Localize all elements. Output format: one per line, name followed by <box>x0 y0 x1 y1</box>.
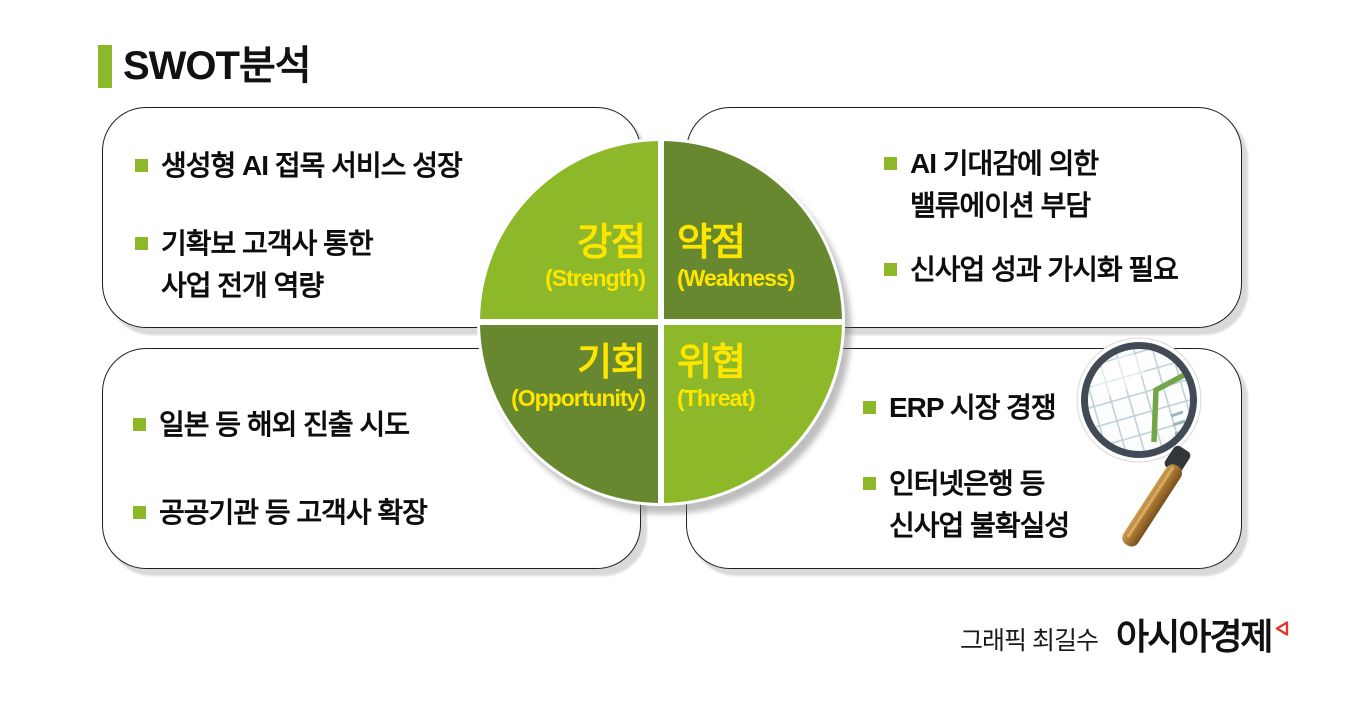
label-weakness: 약점 (Weakness) <box>677 222 795 291</box>
weakness-item-2: 신사업 성과 가시화 필요 <box>910 254 1179 285</box>
opportunity-item-2: 공공기관 등 고객사 확장 <box>159 497 428 528</box>
weakness-items: AI 기대감에 의한 밸류에이션 부담 신사업 성과 가시화 필요 <box>884 143 1223 291</box>
label-strength: 강점 (Strength) <box>545 222 646 291</box>
label-threat-en: (Threat) <box>677 385 756 411</box>
threat-item-2: 인터넷은행 등 신사업 불확실성 <box>889 468 1070 541</box>
opportunity-item-1: 일본 등 해외 진출 시도 <box>159 409 410 440</box>
label-threat: 위협 (Threat) <box>677 342 756 411</box>
title-accent-bar <box>98 45 112 88</box>
strength-items: 생성형 AI 접목 서비스 성장 기확보 고객사 통한 사업 전개 역량 <box>135 145 622 307</box>
label-opportunity-en: (Opportunity) <box>511 385 646 411</box>
label-opportunity-ko: 기회 <box>577 342 646 384</box>
label-threat-ko: 위협 <box>677 342 746 384</box>
bullet-square-icon <box>863 401 876 414</box>
strength-item-1: 생성형 AI 접목 서비스 성장 <box>161 150 463 181</box>
bullet-square-icon <box>135 237 148 250</box>
brand-flag-icon <box>1274 604 1289 645</box>
opportunity-items: 일본 등 해외 진출 시도 공공기관 등 고객사 확장 <box>133 404 622 534</box>
label-opportunity: 기회 (Opportunity) <box>511 342 646 411</box>
list-item: 신사업 성과 가시화 필요 <box>884 249 1223 291</box>
magnifying-glass-icon <box>1053 327 1243 567</box>
list-item: ERP 시장 경쟁 <box>863 387 1223 429</box>
bullet-square-icon <box>884 157 897 170</box>
label-strength-ko: 강점 <box>577 222 646 264</box>
threat-item-1: ERP 시장 경쟁 <box>889 392 1057 423</box>
label-strength-en: (Strength) <box>545 265 646 291</box>
bullet-square-icon <box>133 506 146 519</box>
bullet-square-icon <box>133 418 146 431</box>
strength-item-2: 기확보 고객사 통한 사업 전개 역량 <box>161 228 374 301</box>
bullet-square-icon <box>135 159 148 172</box>
title-row: SWOT분석 <box>98 44 312 88</box>
list-item: AI 기대감에 의한 밸류에이션 부담 <box>884 143 1223 227</box>
threat-items: ERP 시장 경쟁 인터넷은행 등 신사업 불확실성 <box>863 387 1223 547</box>
brand-logo-text: 아시아경제 <box>1115 616 1274 657</box>
page-title: SWOT분석 <box>123 44 312 88</box>
label-weakness-en: (Weakness) <box>677 265 795 291</box>
graphic-credit: 그래픽 최길수 <box>960 627 1099 655</box>
swot-circle: 강점 (Strength) 약점 (Weakness) 기회 (Opportun… <box>477 138 845 506</box>
label-weakness-ko: 약점 <box>677 222 746 264</box>
list-item: 공공기관 등 고객사 확장 <box>133 492 622 534</box>
bullet-square-icon <box>863 477 876 490</box>
brand-logo: 아시아경제 <box>1115 608 1288 660</box>
footer: 그래픽 최길수 아시아경제 <box>960 608 1288 660</box>
weakness-item-1: AI 기대감에 의한 밸류에이션 부담 <box>910 148 1099 221</box>
list-item: 일본 등 해외 진출 시도 <box>133 404 622 446</box>
quadrant-grid <box>480 141 842 503</box>
list-item: 인터넷은행 등 신사업 불확실성 <box>863 463 1223 547</box>
bullet-square-icon <box>884 263 897 276</box>
list-item: 기확보 고객사 통한 사업 전개 역량 <box>135 223 622 307</box>
list-item: 생성형 AI 접목 서비스 성장 <box>135 145 622 187</box>
